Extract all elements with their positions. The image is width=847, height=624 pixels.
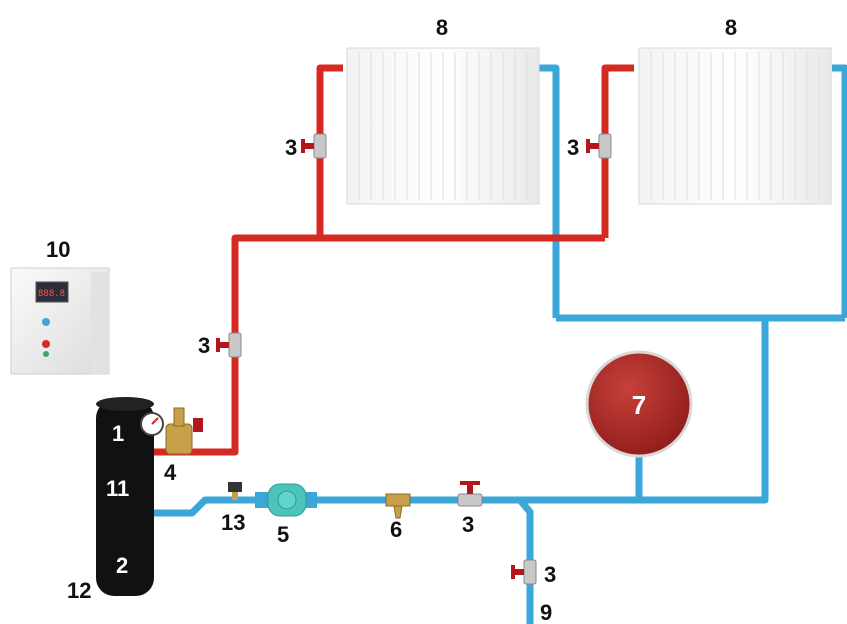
label-pump: 5 [277, 522, 289, 547]
label-boiler-body: 11 [106, 476, 129, 501]
boiler [96, 397, 154, 596]
control-panel-display: 888.8 [38, 289, 65, 299]
valve-inlet [511, 559, 537, 585]
label-valve-radiator-2: 3 [567, 135, 579, 160]
supply-pipe-radiator-1 [316, 64, 343, 238]
supply-pipe-radiator-2 [601, 64, 634, 238]
safety-group [140, 407, 203, 455]
label-valve-supply: 3 [198, 333, 210, 358]
label-boiler-bottom: 2 [116, 553, 128, 578]
label-control-panel: 10 [46, 237, 70, 262]
label-expansion-tank: 7 [632, 390, 646, 420]
labels: 8 8 3 3 10 3 1 4 11 13 5 6 3 7 2 12 3 9 … [38, 15, 737, 624]
return-pipe-radiator-1 [538, 64, 560, 318]
valve-radiator-2 [586, 133, 612, 159]
air-vent [228, 482, 242, 500]
control-panel [10, 267, 110, 375]
label-radiator-1: 8 [436, 15, 448, 40]
valve-return [457, 481, 483, 507]
label-filter: 6 [390, 517, 402, 542]
label-valve-inlet: 3 [544, 562, 556, 587]
label-radiator-2: 8 [725, 15, 737, 40]
expansion-tank [585, 350, 693, 458]
label-valve-return: 3 [462, 512, 474, 537]
filter [385, 493, 411, 519]
label-boiler-top: 1 [112, 421, 124, 446]
radiator-2 [638, 47, 832, 205]
return-pipe-radiator-2 [832, 64, 847, 318]
valve-radiator-1 [301, 133, 327, 159]
valve-supply [216, 332, 242, 358]
label-drain: 12 [67, 578, 91, 603]
radiator-1 [346, 47, 540, 205]
label-air-vent: 13 [221, 510, 245, 535]
circulation-pump [255, 483, 317, 517]
inlet-pipe [517, 497, 534, 624]
label-inlet: 9 [540, 600, 552, 624]
label-safety-group: 4 [164, 460, 177, 485]
label-valve-radiator-1: 3 [285, 135, 297, 160]
